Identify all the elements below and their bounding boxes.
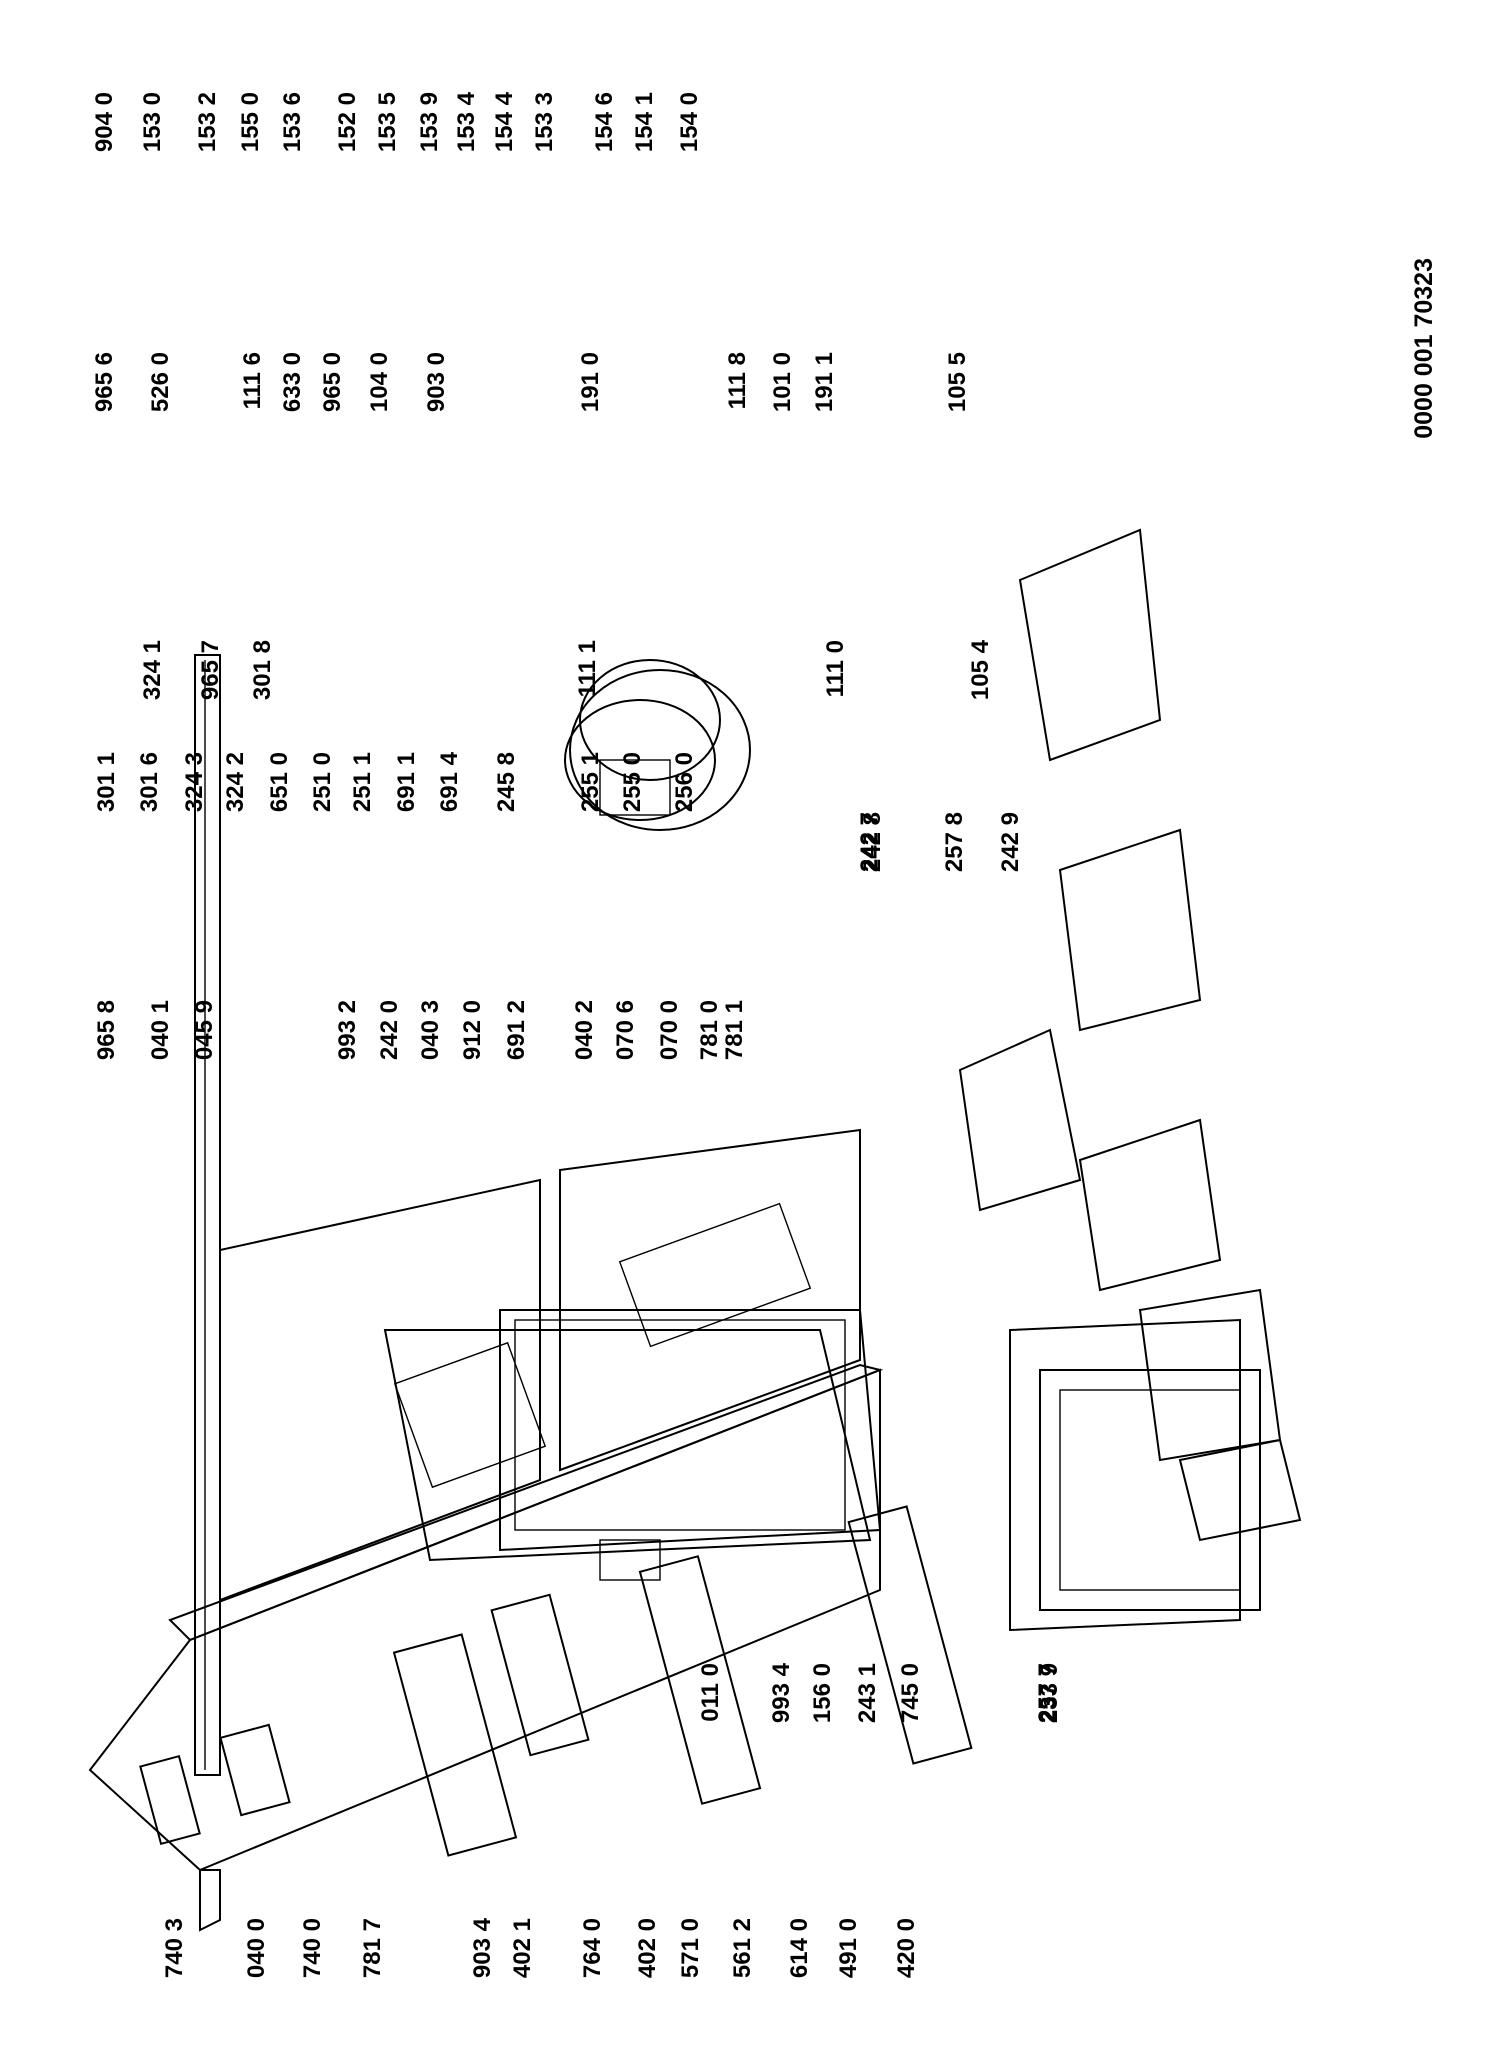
part-label: 251 0 [309, 752, 336, 812]
door-lower [1009, 1318, 1261, 1632]
part-label: 045 9 [191, 1000, 218, 1060]
part-label: 105 5 [944, 352, 971, 412]
part-label: 111 0 [822, 640, 849, 697]
compressor [564, 699, 716, 821]
part-label: 781 7 [359, 1918, 386, 1978]
door-upper [383, 1309, 882, 1562]
condenser [194, 654, 221, 1776]
part-label: 633 0 [279, 352, 306, 412]
part-label: 245 8 [493, 752, 520, 812]
part-label: 993 4 [768, 1662, 795, 1723]
part-label: 903 4 [469, 1917, 496, 1978]
part-label: 903 0 [423, 352, 450, 412]
part-label: 153 9 [416, 92, 443, 152]
part-label: 781 1 [721, 1000, 748, 1060]
part-label: 111 1 [574, 640, 601, 697]
part-label: 153 0 [139, 92, 166, 152]
part-label: 912 0 [459, 1000, 486, 1060]
part-label: 101 0 [769, 352, 796, 412]
part-label: 571 0 [677, 1918, 704, 1978]
part-label: 105 4 [967, 639, 994, 700]
part-label: 152 0 [334, 92, 361, 152]
cabinet-body [88, 659, 884, 1932]
part-label: 257 8 [941, 812, 968, 872]
part-label: 614 0 [786, 1918, 813, 1978]
part-label: 040 2 [571, 1000, 598, 1060]
part-label: 153 2 [194, 92, 221, 152]
parts-drawing [88, 528, 1302, 1932]
part-label: 402 1 [509, 1918, 536, 1978]
part-label: 242 0 [376, 1000, 403, 1060]
part-label: 251 1 [349, 752, 376, 812]
part-label: 242 8 [859, 812, 886, 872]
part-label: 301 1 [93, 752, 120, 812]
part-label: 255 0 [619, 752, 646, 812]
part-label: 904 0 [91, 92, 118, 152]
part-label: 233 9 [1036, 1663, 1063, 1723]
part-label: 040 1 [147, 1000, 174, 1060]
part-label: 243 1 [854, 1663, 881, 1723]
part-label: 561 2 [729, 1918, 756, 1978]
part-label: 965 8 [93, 1000, 120, 1060]
part-label: 764 0 [579, 1918, 606, 1978]
part-label: 111 8 [724, 352, 751, 409]
part-label: 526 0 [147, 352, 174, 412]
document-number: 0000 001 70323 [1410, 258, 1438, 439]
part-label: 154 4 [491, 91, 518, 152]
part-label: 154 0 [676, 92, 703, 152]
part-label: 965 0 [319, 352, 346, 412]
part-label: 154 1 [631, 92, 658, 152]
part-label: 255 1 [577, 752, 604, 812]
part-label: 420 0 [893, 1918, 920, 1978]
part-label: 745 0 [897, 1663, 924, 1723]
part-label: 651 0 [266, 752, 293, 812]
part-label: 155 0 [237, 92, 264, 152]
part-label: 324 1 [139, 640, 166, 700]
part-label: 191 0 [577, 352, 604, 412]
part-label: 781 0 [696, 1000, 723, 1060]
part-label: 111 6 [239, 352, 266, 409]
part-label: 301 8 [249, 640, 276, 700]
part-label: 965 7 [197, 640, 224, 700]
part-label: 740 3 [161, 1918, 188, 1978]
part-label: 070 0 [656, 1000, 683, 1060]
part-label: 491 0 [835, 1918, 862, 1978]
part-label: 011 0 [697, 1663, 724, 1722]
part-label: 154 6 [591, 92, 618, 152]
part-label: 965 6 [91, 352, 118, 412]
part-label: 153 4 [453, 91, 480, 152]
part-label: 242 9 [997, 812, 1024, 872]
part-label: 740 0 [299, 1918, 326, 1978]
part-label: 040 0 [243, 1918, 270, 1978]
part-label: 242 7 [856, 812, 883, 872]
part-label: 104 0 [366, 352, 393, 412]
part-label: 691 2 [503, 1000, 530, 1060]
part-label: 156 0 [809, 1663, 836, 1723]
part-label: 691 1 [393, 752, 420, 812]
part-label: 153 6 [279, 92, 306, 152]
part-label: 153 5 [374, 92, 401, 152]
shelves-drawers [958, 528, 1302, 1542]
part-label: 324 2 [222, 752, 249, 812]
part-label: 256 0 [671, 752, 698, 812]
part-label: 191 1 [811, 352, 838, 412]
part-label: 153 3 [531, 92, 558, 152]
part-label: 040 3 [417, 1000, 444, 1060]
part-labels: 904 0 153 0 153 2 155 0 153 6 152 0 153 5 153 9… [91, 91, 1063, 1978]
part-label: 070 6 [612, 1000, 639, 1060]
part-label: 691 4 [436, 751, 463, 812]
part-label: 324 3 [181, 752, 208, 812]
part-label: 257 7 [1034, 1663, 1061, 1723]
part-label: 993 2 [334, 1000, 361, 1060]
door-shelves [139, 1505, 973, 1857]
part-label: 402 0 [634, 1918, 661, 1978]
part-label: 301 6 [136, 752, 163, 812]
